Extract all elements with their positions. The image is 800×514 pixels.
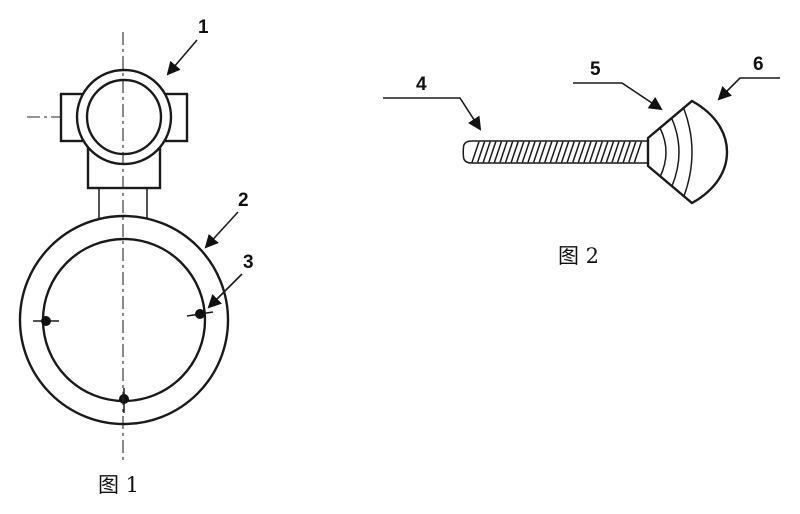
screw-head-outline (646, 99, 729, 205)
screw-mark-right (186, 309, 214, 319)
screw-mark-bottom (119, 388, 129, 413)
figure2-caption: 图 2 (558, 244, 599, 268)
ring-inner-circle (41, 237, 207, 403)
figure-2-drawing: 4 5 6 图 2 (383, 54, 780, 268)
leader-line-5 (573, 82, 663, 111)
screw-mark-left (33, 316, 59, 326)
leader-line-2 (204, 211, 239, 249)
figure1-label-1: 1 (198, 17, 209, 38)
figure1-caption: 图 1 (98, 473, 139, 497)
leader-line-3 (207, 273, 243, 309)
neck-sides (98, 188, 148, 218)
boss-inner-circle (85, 78, 163, 156)
figure1-label-3: 3 (243, 252, 254, 273)
figure2-label-6: 6 (753, 54, 764, 75)
thread-hatch (471, 141, 643, 163)
leader-line-6 (717, 77, 780, 101)
leader-line-4 (383, 97, 482, 131)
figure-1-drawing: 1 2 3 图 1 (18, 17, 254, 497)
figure1-label-2: 2 (238, 190, 249, 211)
leader-line-1 (166, 39, 198, 76)
screw-head-contours (659, 108, 693, 197)
figure2-label-4: 4 (416, 74, 427, 95)
screw-shank-outline (462, 140, 648, 164)
figure2-label-5: 5 (590, 59, 601, 80)
